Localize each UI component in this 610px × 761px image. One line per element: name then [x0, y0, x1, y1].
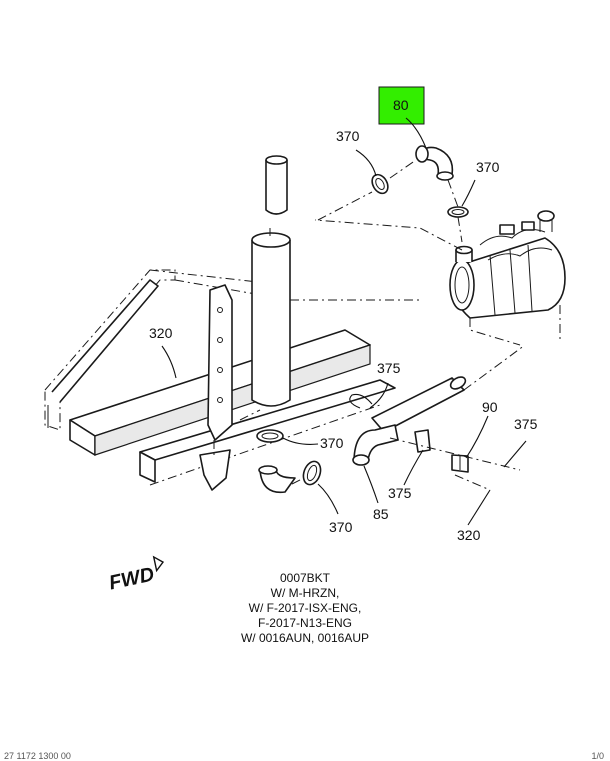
applicability-caption: 0007BKT W/ M-HRZN, W/ F-2017-ISX-ENG, F-… — [205, 571, 405, 646]
flex-pipe-and-tube — [349, 344, 526, 473]
callout-85[interactable]: 85 — [373, 506, 389, 522]
page-indicator: 1/0 — [591, 751, 604, 761]
stack-mounting-bracket — [199, 284, 233, 491]
highlight-box-part-80 — [378, 86, 425, 125]
fwd-arrow-icon — [152, 555, 165, 573]
callout-80[interactable]: 80 — [393, 97, 409, 113]
callout-370-bottom[interactable]: 370 — [329, 519, 353, 535]
callout-320-right[interactable]: 320 — [457, 527, 481, 543]
aftertreatment-device — [314, 210, 566, 346]
caption-line-2: W/ M-HRZN, — [270, 586, 340, 600]
callout-370-mid[interactable]: 370 — [320, 435, 344, 451]
caption-line-4: F-2017-N13-ENG — [257, 616, 353, 630]
fwd-label: FWD — [107, 564, 156, 595]
caption-line-3: W/ F-2017-ISX-ENG, — [248, 601, 362, 615]
lower-elbow-assembly — [256, 429, 322, 494]
callout-375-right[interactable]: 375 — [514, 416, 538, 432]
callout-375-hose[interactable]: 375 — [377, 360, 401, 376]
upper-elbow-assembly — [317, 145, 469, 243]
caption-line-1: 0007BKT — [279, 571, 331, 585]
forward-direction-indicator: FWD — [107, 555, 165, 595]
callout-90[interactable]: 90 — [482, 399, 498, 415]
leader-lines — [161, 117, 527, 526]
callout-370-top-right[interactable]: 370 — [476, 159, 500, 175]
callout-375-bracket[interactable]: 375 — [388, 485, 412, 501]
callout-320-left[interactable]: 320 — [149, 325, 173, 341]
caption-line-5: W/ 0016AUN, 0016AUP — [240, 631, 370, 645]
callout-370-top-left[interactable]: 370 — [336, 128, 360, 144]
vertical-exhaust-stack — [251, 155, 291, 407]
drawing-number: 27 1172 1300 00 — [4, 751, 71, 761]
